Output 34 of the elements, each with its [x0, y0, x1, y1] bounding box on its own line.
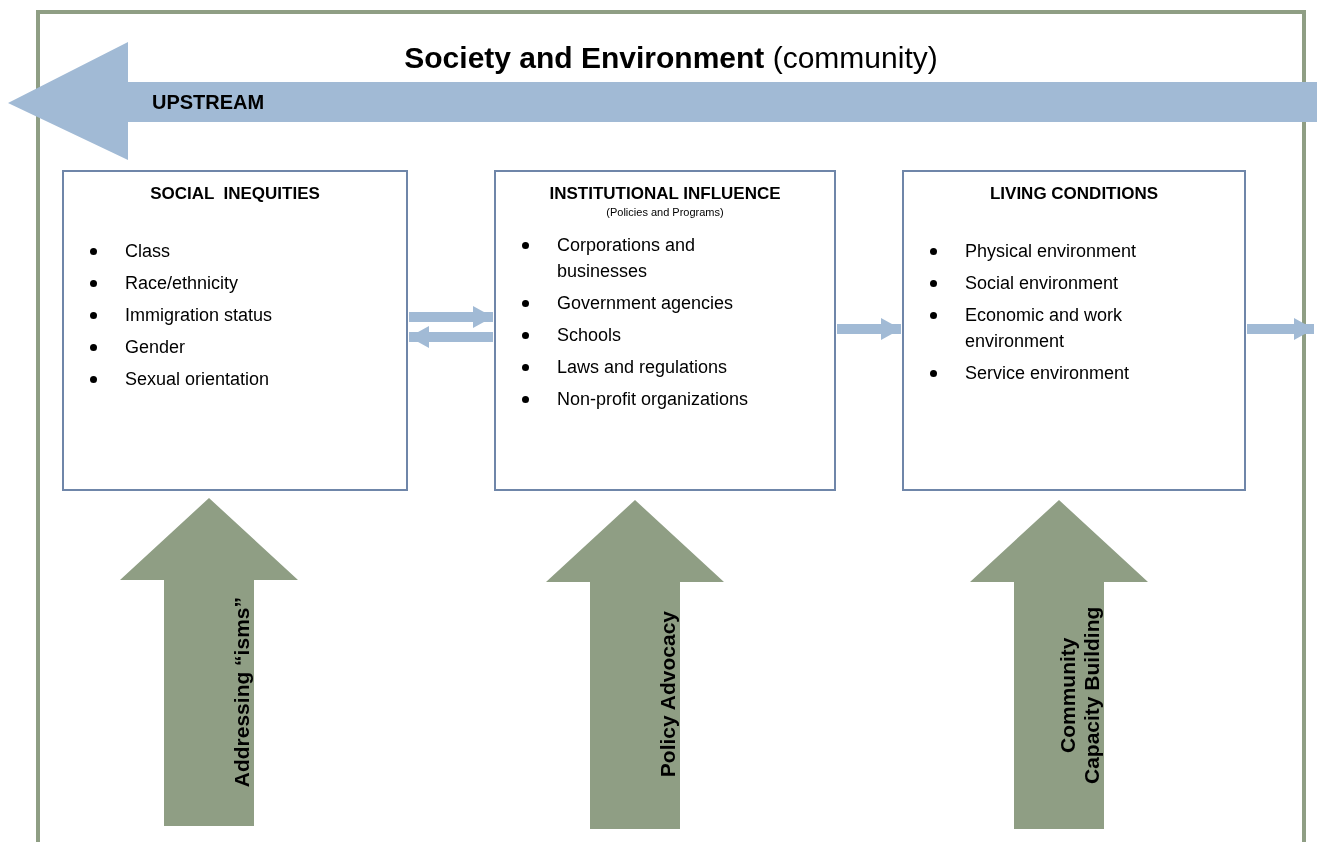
upward-arrow [546, 500, 724, 829]
list-item: Schools [557, 324, 623, 347]
list-item: Immigration status [125, 304, 274, 327]
category-box [902, 170, 1246, 491]
box-heading: SOCIAL INEQUITIES [150, 184, 320, 204]
list-item: Race/ethnicity [125, 272, 240, 295]
arrow [409, 326, 493, 348]
upward-arrow [120, 498, 298, 826]
frame-border [36, 10, 1306, 842]
list-item: Class [125, 240, 171, 263]
list-item: Physical environment [965, 240, 1138, 263]
list-item: Sexual orientation [125, 368, 271, 391]
list-item: Laws and regulations [557, 356, 729, 379]
upward-arrow [970, 500, 1148, 829]
list-item: Non-profit organizations [557, 388, 750, 411]
list-item: Social environment [965, 272, 1120, 295]
arrow [1247, 318, 1314, 340]
arrow-label: Policy Advocacy [656, 611, 680, 778]
arrow [837, 318, 901, 340]
arrow-label: UPSTREAM [152, 90, 265, 114]
arrow [409, 306, 493, 328]
list-item: Gender [125, 336, 187, 359]
list-item: Corporations and businesses [557, 234, 697, 283]
arrow-label: Addressing “isms” [230, 596, 254, 788]
frame-heading: Society and Environment (community) [403, 40, 939, 76]
arrow-label: Community Capacity Building [1056, 604, 1104, 786]
list-item: Economic and work environment [965, 304, 1124, 353]
list-item: Service environment [965, 362, 1131, 385]
box-subheading: (Policies and Programs) [606, 205, 724, 220]
box-heading: LIVING CONDITIONS [989, 184, 1159, 204]
box-heading: INSTITUTIONAL INFLUENCE [549, 184, 781, 204]
list-item: Government agencies [557, 292, 735, 315]
category-box [494, 170, 836, 491]
category-box [62, 170, 408, 491]
